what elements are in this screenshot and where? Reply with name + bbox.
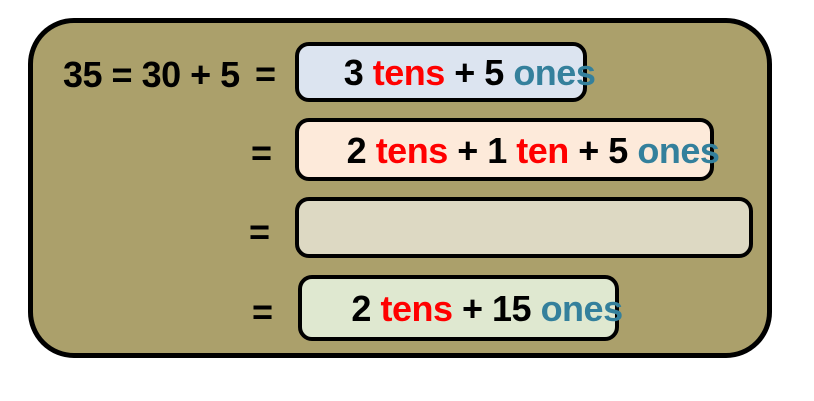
empty-answer-box [295,197,753,258]
expression-box-1: 3 tens + 5 ones [295,42,596,102]
expression-text-1: 3 tens + 5 ones [287,17,596,127]
equals-sign-3: = [249,211,271,252]
number-segment: + 5 [444,52,514,93]
tens-segment: tens [375,129,449,171]
place-value-board: 35 = 30 + 5 = 3 tens + 5 ones = 2 tens +… [28,18,772,358]
equals-sign-4: = [252,291,274,332]
number-segment: 3 [343,52,373,93]
equals-sign-2: = [251,132,273,173]
expression-box-4: 2 tens + 15 ones [298,275,623,341]
equals-sign-1: = [255,53,277,94]
tens-segment: tens [372,52,446,93]
ones-segment: ones [540,288,624,329]
ones-segment: ones [637,129,720,171]
ones-segment: ones [513,52,596,93]
expression-text-2: 2 tens + 1 ten + 5 ones [290,95,720,205]
ten-segment: ten [516,129,569,171]
equation-lhs: 35 = 30 + 5 [63,54,240,95]
number-segment: 2 [351,288,381,329]
number-segment: + 5 [568,129,638,171]
tens-segment: tens [380,288,453,329]
expression-box-2: 2 tens + 1 ten + 5 ones [295,118,720,181]
number-segment: 2 [346,129,376,171]
expression-text-4: 2 tens + 15 ones [294,253,624,363]
number-segment: + 15 [452,288,541,329]
number-segment: + 1 [447,129,517,171]
